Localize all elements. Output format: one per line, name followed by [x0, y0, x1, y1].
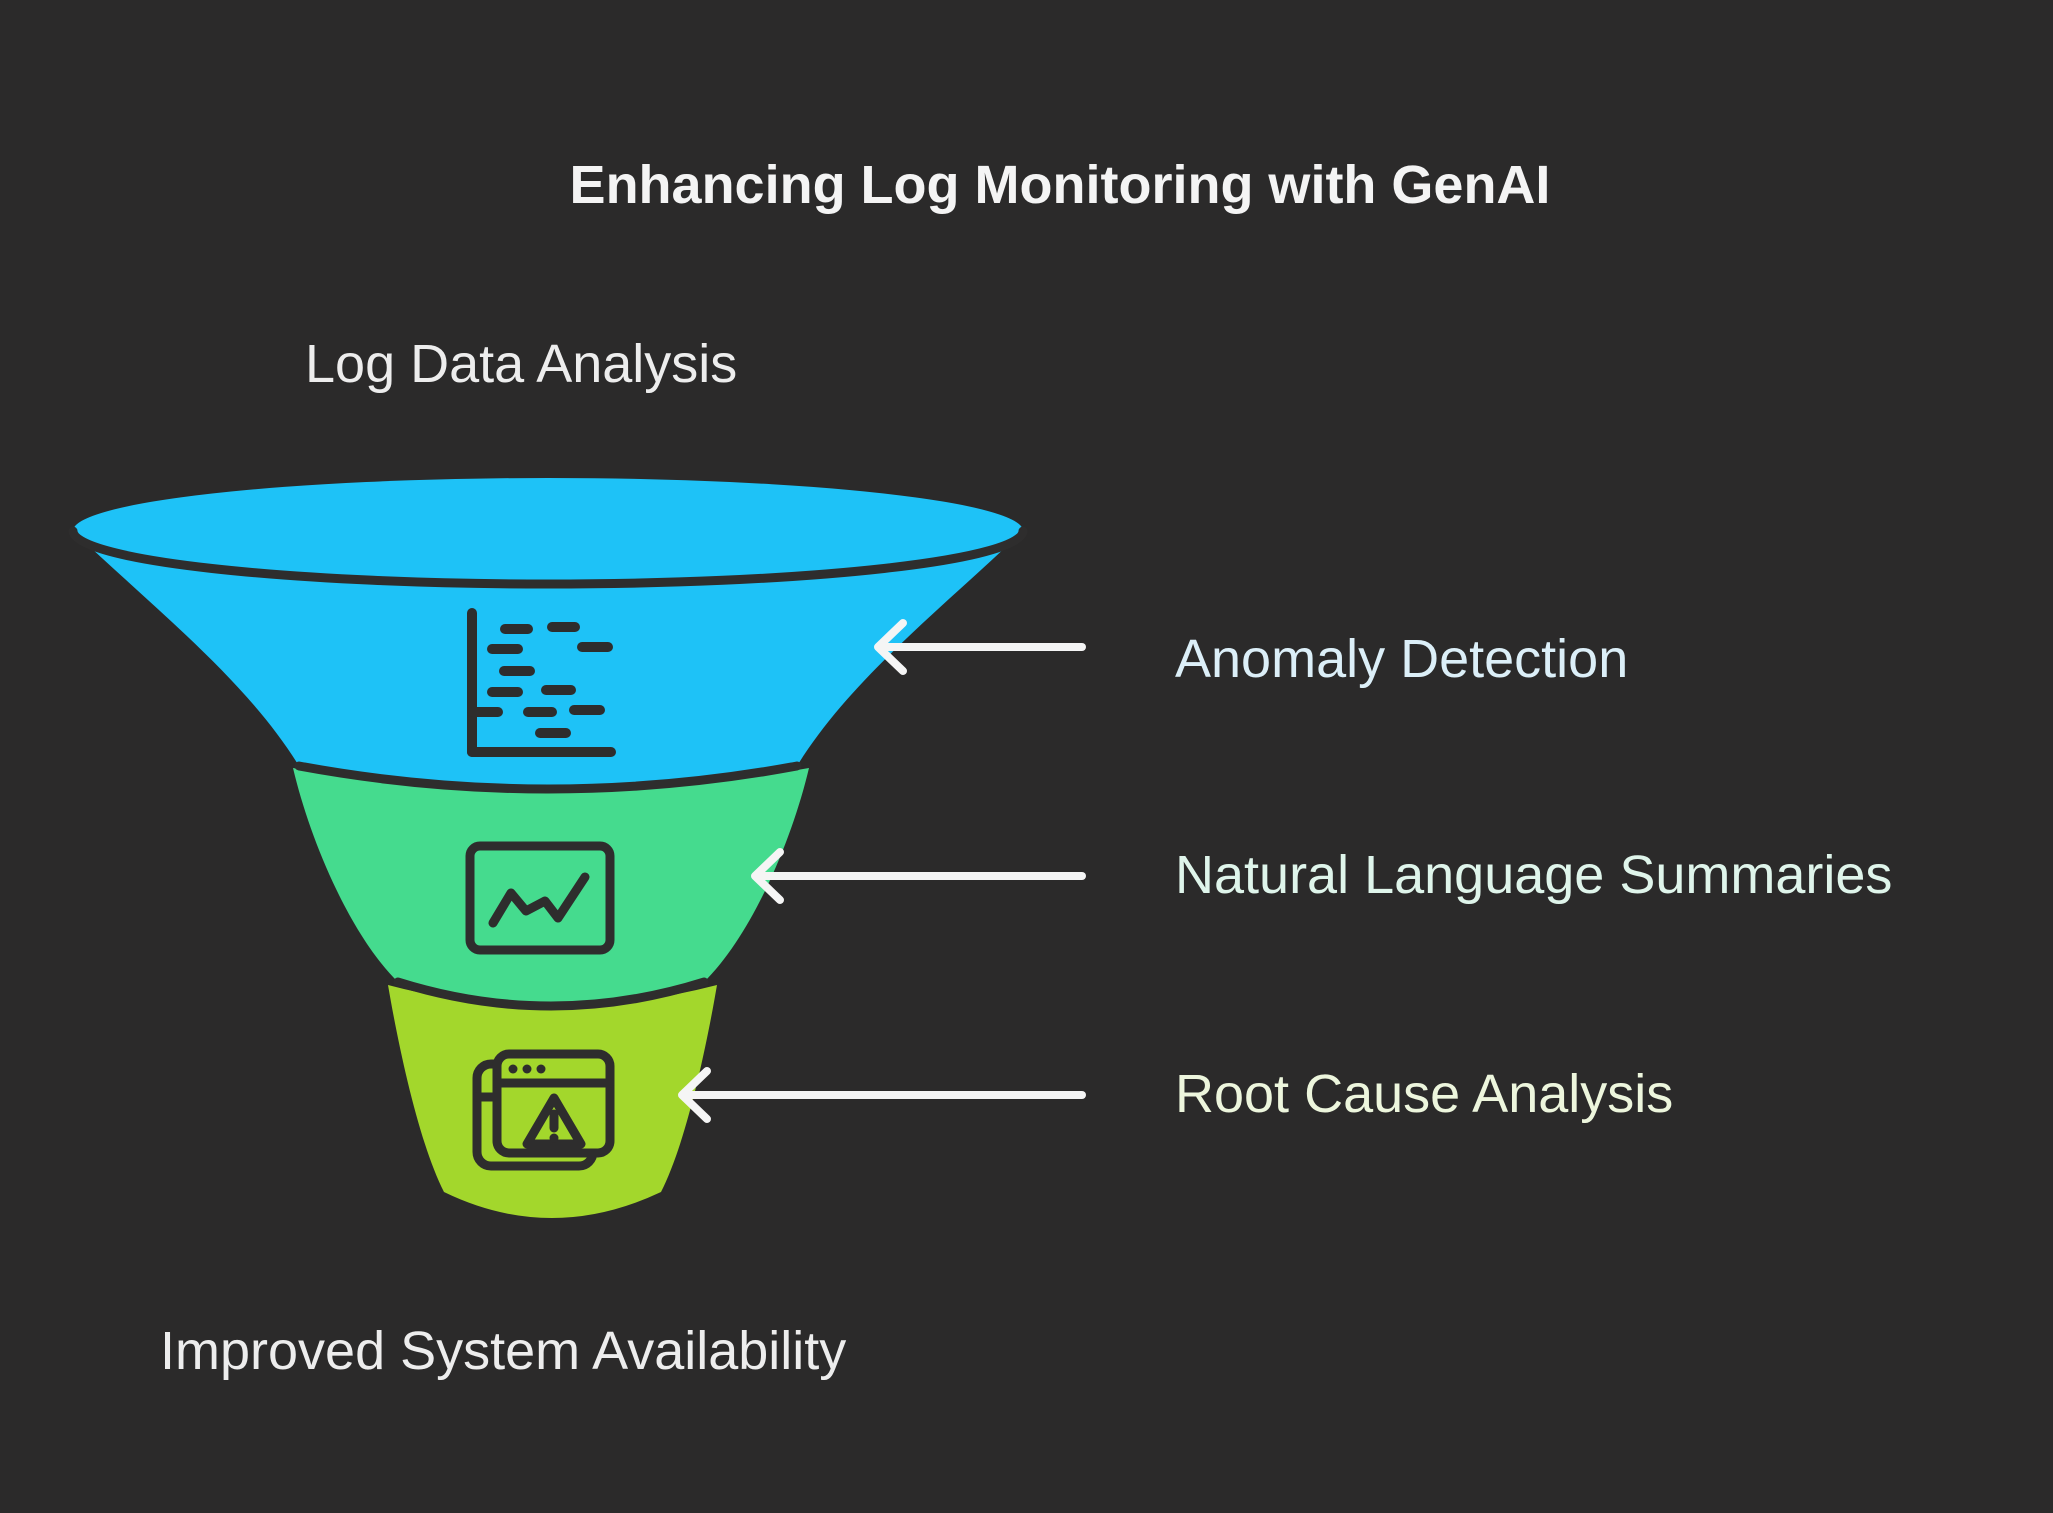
- arrow-head-icon: [751, 848, 784, 904]
- funnel-inner-rim: [68, 526, 1028, 589]
- arrow-anomaly-detection: [874, 619, 1086, 675]
- log-lines-icon: [467, 608, 616, 757]
- warning-triangle: [522, 1093, 586, 1149]
- arrow-natural-language-summaries: [751, 848, 1086, 904]
- stage-label-root-cause-analysis: Root Cause Analysis: [1175, 1064, 1674, 1124]
- funnel-input-label: Log Data Analysis: [305, 334, 738, 394]
- page-title: Enhancing Log Monitoring with GenAI: [569, 155, 1551, 215]
- browser-warning-icon: [472, 1049, 615, 1171]
- funnel-separator-2: [393, 977, 709, 1011]
- funnel-stage-anomaly: [73, 478, 1023, 789]
- funnel-stage-summaries: [293, 768, 809, 1006]
- stage-label-anomaly-detection: Anomaly Detection: [1175, 629, 1629, 689]
- funnel-separator-1: [294, 761, 802, 794]
- funnel-output-label: Improved System Availability: [160, 1321, 847, 1381]
- arrow-head-icon: [874, 619, 907, 675]
- stage-label-natural-language-summaries: Natural Language Summaries: [1175, 845, 1893, 905]
- line-chart-icon: [465, 841, 615, 955]
- arrow-root-cause-analysis: [678, 1067, 1086, 1123]
- funnel-top-ellipse: [73, 478, 1023, 584]
- arrow-head-icon: [678, 1067, 711, 1123]
